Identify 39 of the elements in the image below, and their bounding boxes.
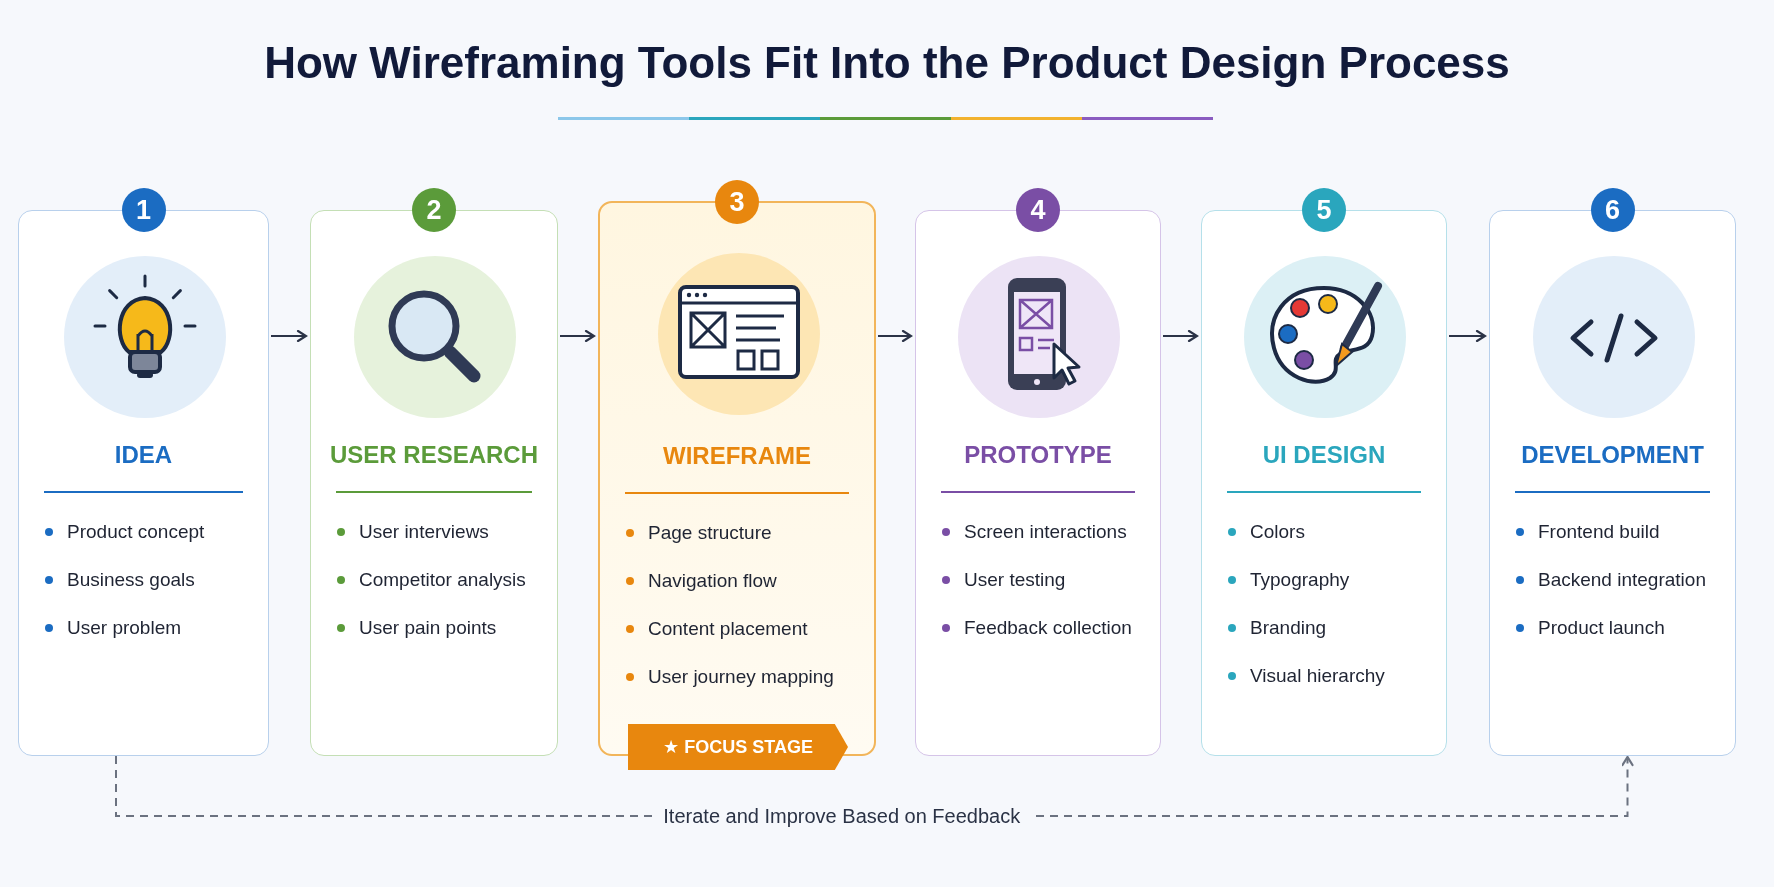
list-item: Screen interactions [964,521,1127,543]
focus-badge: ★ FOCUS STAGE [628,724,848,770]
list-item: User problem [67,617,182,639]
list-item: Competitor analysis [359,569,526,591]
stage-title: PROTOTYPE [963,441,1113,469]
stage-title: IDEA [113,441,174,469]
step-number: 5 [1302,188,1346,232]
step-number: 2 [412,188,456,232]
list-item: Feedback collection [964,617,1132,639]
list-item: User pain points [359,617,497,639]
stage-title: USER RESEARCH [329,441,539,469]
step-number: 4 [1016,188,1060,232]
list-item: Typography [1250,569,1350,591]
arrow [1448,329,1487,343]
list-item: Business goals [67,569,195,591]
step-number: 1 [121,188,166,232]
stage-title: WIREFRAME [662,442,812,470]
list-item: Visual hierarchy [1250,665,1385,687]
list-item: Product launch [1538,617,1665,639]
list-item: Product concept [67,521,205,543]
list-item: Branding [1250,617,1327,639]
step-number: 6 [1590,188,1635,232]
arrow [559,329,596,343]
stage-title: UI DESIGN [1261,441,1387,469]
list-item: Content placement [648,618,808,640]
list-item: User testing [964,569,1066,591]
diagram-title: How Wireframing Tools Fit Into the Product Design Process [263,38,1511,88]
list-item: User journey mapping [648,666,834,688]
stage-title: DEVELOPMENT [1520,441,1705,469]
list-item: Navigation flow [648,570,777,592]
arrow [1162,329,1199,343]
arrow [270,329,308,343]
list-item: Colors [1250,521,1305,543]
list-item: Frontend build [1538,521,1660,543]
step-number: 3 [715,180,759,224]
list-item: Backend integration [1538,569,1706,591]
list-item: User interviews [359,521,489,543]
list-item: Page structure [648,522,772,544]
arrow [877,329,913,343]
